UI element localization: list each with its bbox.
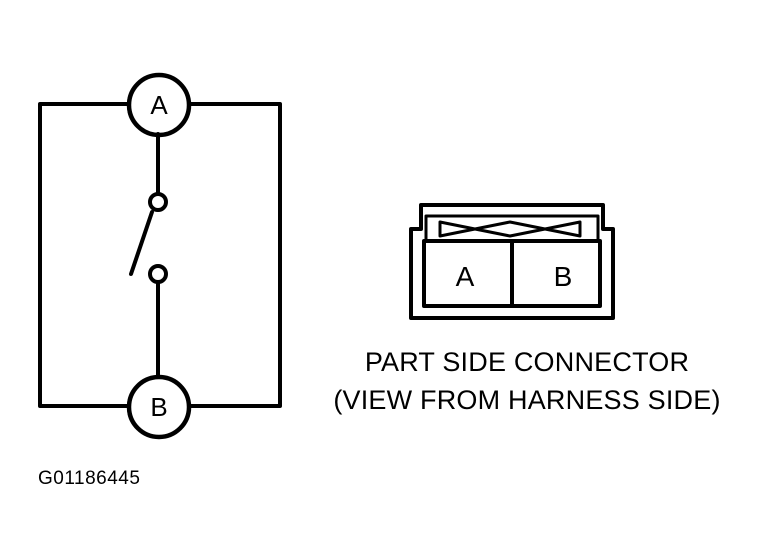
switch-schematic: A B [38, 72, 282, 440]
figure-id: G01186445 [38, 468, 140, 489]
connector-pin-a-label: A [456, 261, 475, 292]
terminal-b: B [126, 374, 192, 440]
connector-face: A B [409, 203, 615, 320]
connector-caption-line1: PART SIDE CONNECTOR [365, 347, 689, 377]
switch-blade [129, 210, 154, 276]
terminal-a: A [126, 72, 192, 138]
terminal-a-label: A [150, 90, 168, 120]
latch-lock-mark [438, 220, 582, 238]
connector-housing [409, 203, 615, 320]
upper-switch-contact [148, 192, 168, 212]
lower-switch-contact [148, 264, 168, 284]
connector-pin-b-label: B [554, 261, 573, 292]
outer-loop-wire [38, 102, 282, 408]
terminal-b-label: B [150, 392, 167, 422]
connector-latch [424, 214, 600, 243]
connector-caption-line2: (VIEW FROM HARNESS SIDE) [333, 385, 720, 415]
